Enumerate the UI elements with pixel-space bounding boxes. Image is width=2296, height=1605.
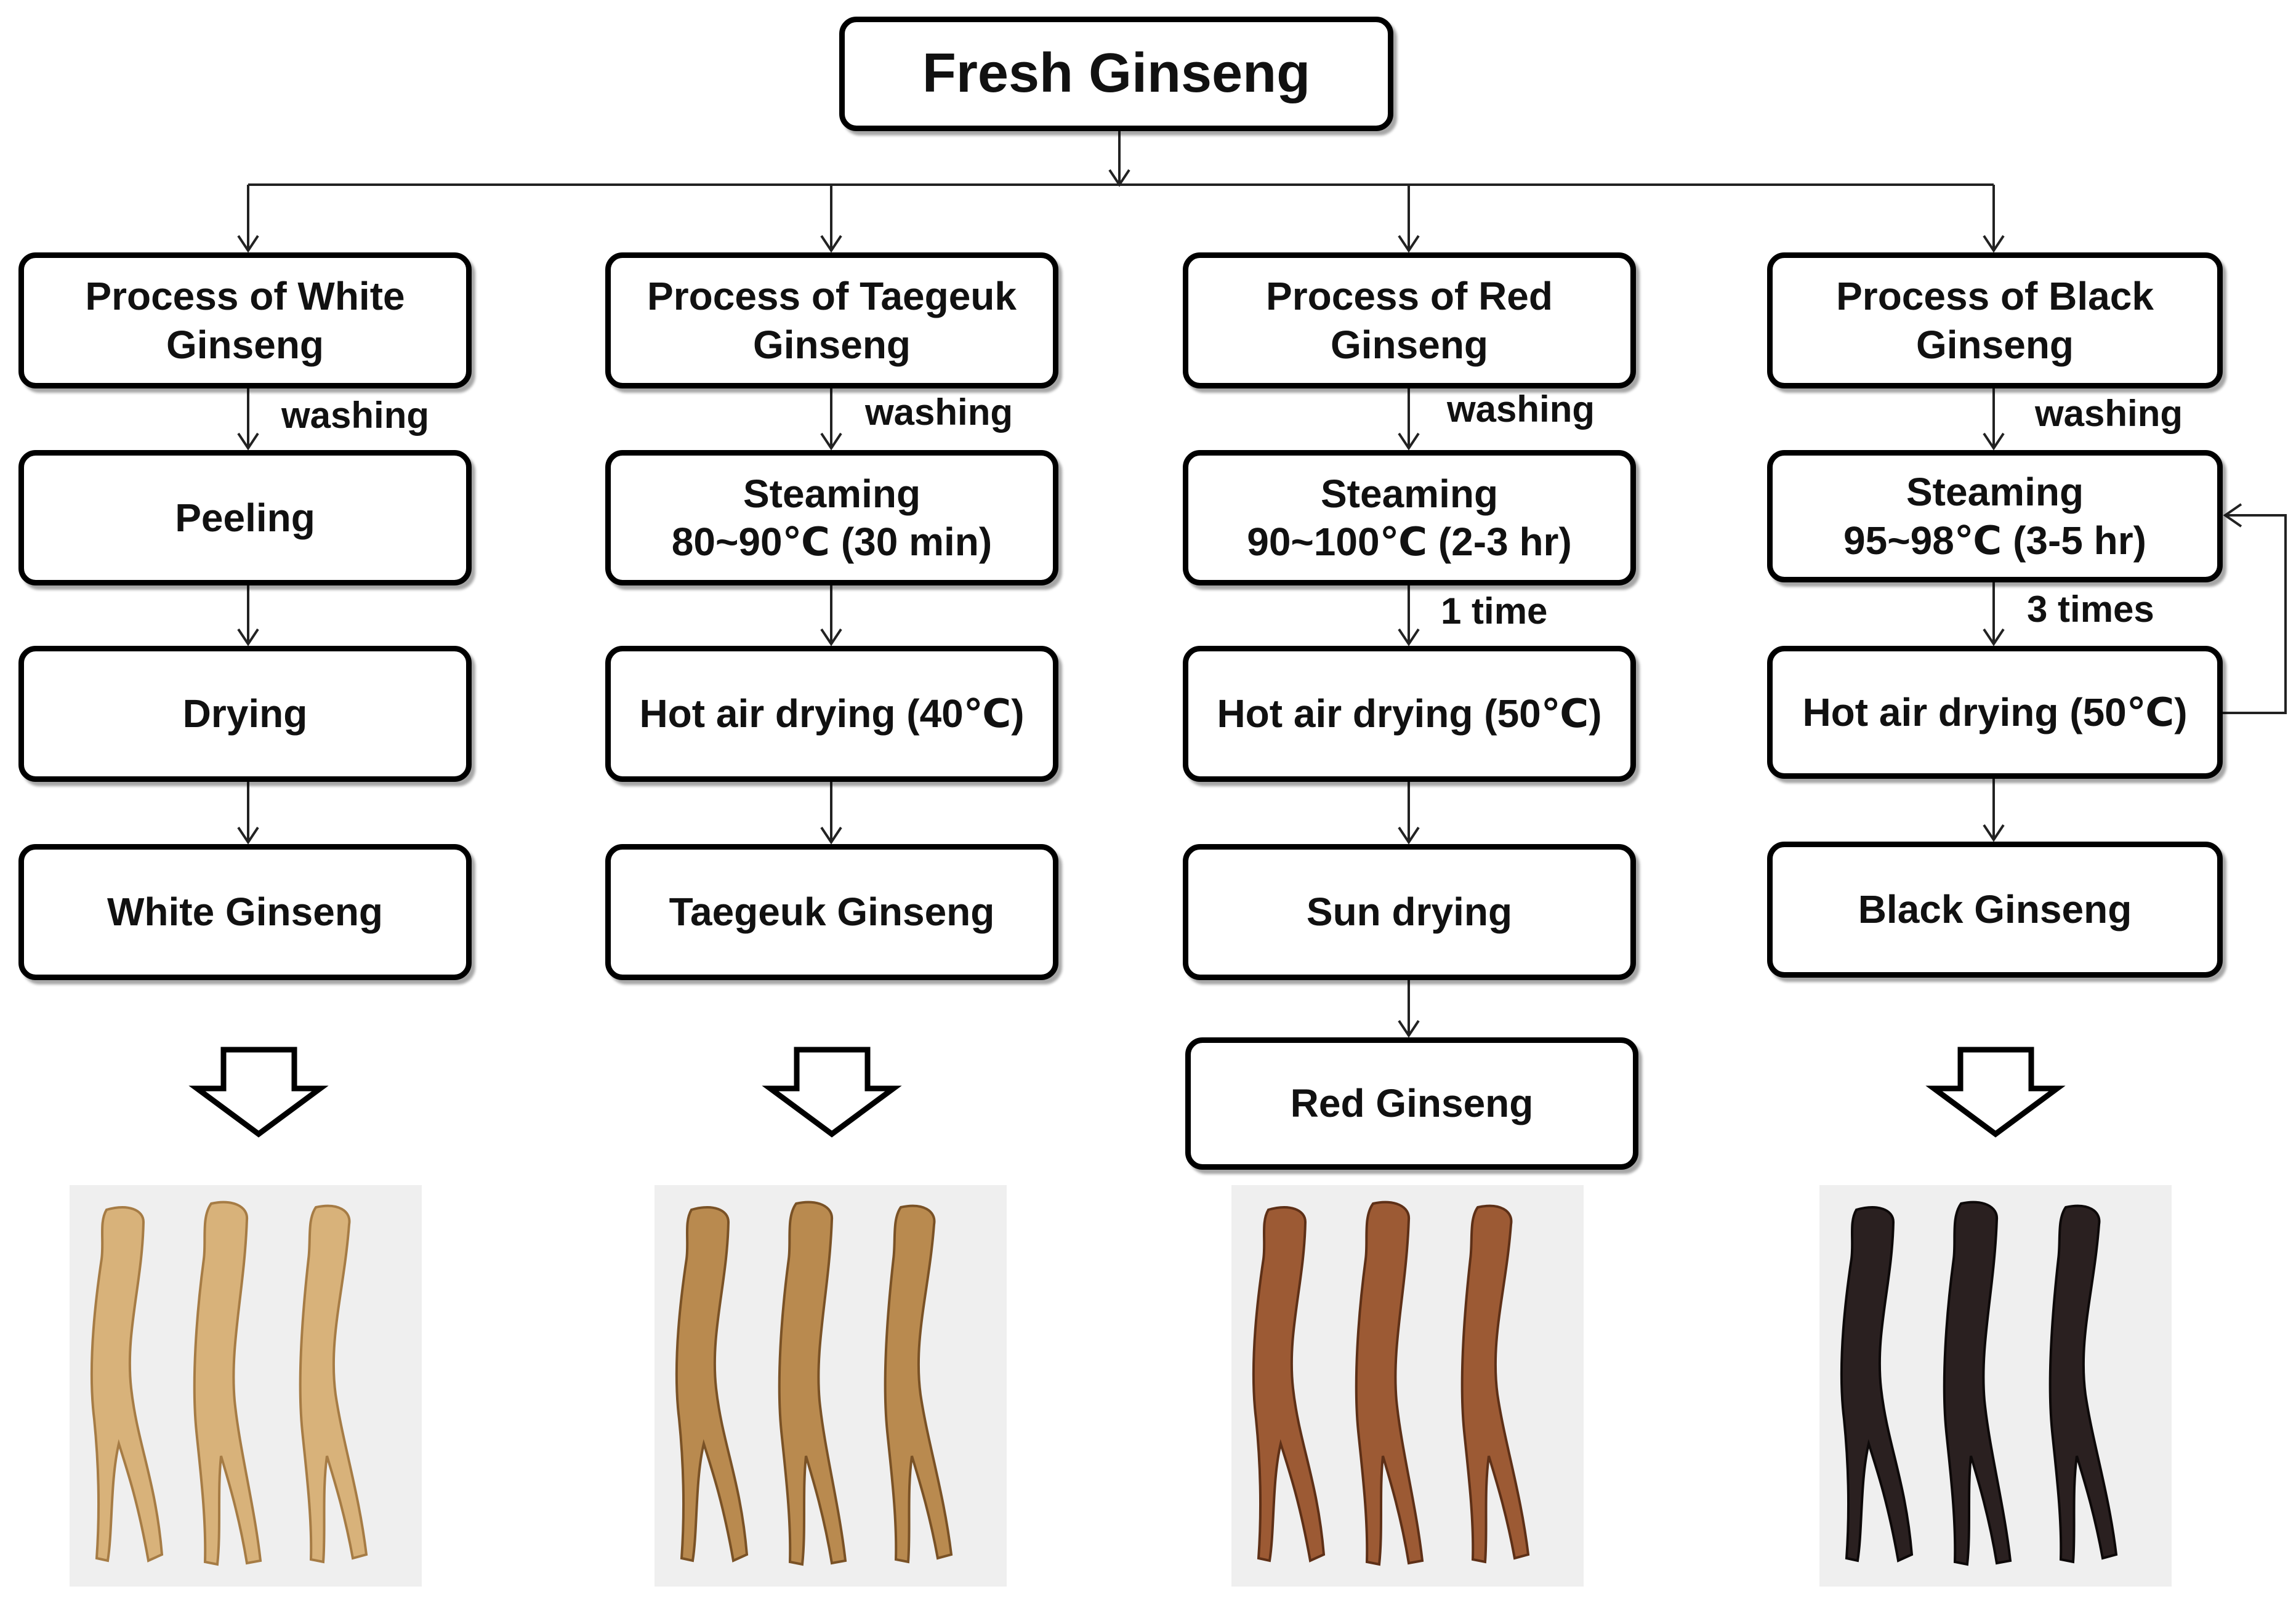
black-process-header-text: Process of Black Ginseng (1836, 274, 2154, 367)
big-down-arrow (762, 1047, 902, 1138)
ginseng-root-illustration (655, 1185, 1007, 1587)
red-repeat-label: 1 time (1441, 590, 1548, 632)
white-process-header: Process of White Ginseng (18, 252, 472, 388)
taegeuk-hot-air-drying-box: Hot air drying (40℃) (605, 646, 1058, 782)
ginseng-root (675, 1206, 749, 1563)
arrowhead (1108, 169, 1130, 187)
red-hot-air-drying-text: Hot air drying (50℃) (1217, 691, 1602, 736)
arrowhead (820, 628, 842, 646)
red-process-header-text: Process of Red Ginseng (1266, 274, 1553, 367)
big-down-arrow (1925, 1047, 2066, 1138)
ginseng-root (1943, 1201, 2012, 1566)
fresh-ginseng-box: Fresh Ginseng (839, 17, 1393, 131)
taegeuk-steaming-text: Steaming 80~90℃ (30 min) (671, 471, 993, 564)
white-ginseng-box: White Ginseng (18, 844, 472, 980)
arrowhead (1983, 235, 2005, 253)
taegeuk-hot-air-drying-text: Hot air drying (40℃) (639, 691, 1025, 736)
loop-back-connector (2223, 514, 2287, 714)
taegeuk-process-header: Process of Taegeuk Ginseng (605, 252, 1058, 388)
taegeuk-ginseng-text: Taegeuk Ginseng (669, 890, 995, 935)
arrowhead (820, 432, 842, 451)
black-hot-air-drying-box: Hot air drying (50℃) (1767, 646, 2223, 779)
black-ginseng-photo (1819, 1185, 2172, 1587)
arrowhead (1983, 628, 2005, 646)
red-steaming-text: Steaming 90~100℃ (2-3 hr) (1247, 471, 1572, 564)
taegeuk-steaming-box: Steaming 80~90℃ (30 min) (605, 450, 1058, 585)
arrowhead (820, 235, 842, 253)
white-process-header-text: Process of White Ginseng (85, 274, 405, 367)
fresh-ginseng-title: Fresh Ginseng (922, 42, 1311, 105)
ginseng-root (1355, 1201, 1424, 1566)
taegeuk-washing-label: washing (865, 392, 1013, 433)
arrowhead (1398, 826, 1420, 845)
red-process-header: Process of Red Ginseng (1183, 252, 1636, 388)
arrowhead (1398, 432, 1420, 451)
red-washing-label: washing (1447, 388, 1595, 430)
white-drying-text: Drying (182, 691, 308, 736)
arrowhead (2223, 503, 2242, 528)
white-ginseng-text: White Ginseng (107, 890, 383, 935)
arrowhead (1398, 628, 1420, 646)
red-ginseng-box: Red Ginseng (1185, 1037, 1638, 1170)
white-washing-label: washing (281, 395, 430, 436)
ginseng-root (2048, 1204, 2118, 1564)
black-ginseng-text: Black Ginseng (1858, 887, 2132, 932)
ginseng-root (1460, 1204, 1530, 1564)
red-steaming-box: Steaming 90~100℃ (2-3 hr) (1183, 450, 1636, 585)
arrowhead (1983, 824, 2005, 842)
black-steaming-text: Steaming 95~98℃ (3-5 hr) (1843, 470, 2146, 563)
arrowhead (820, 826, 842, 845)
arrowhead (1983, 432, 2005, 451)
ginseng-root (1252, 1206, 1326, 1563)
ginseng-root-illustration (70, 1185, 422, 1587)
arrowhead (237, 826, 259, 845)
ginseng-root (884, 1204, 953, 1564)
arrowhead (237, 432, 259, 451)
ginseng-root-illustration (1231, 1185, 1584, 1587)
red-sun-drying-text: Sun drying (1306, 890, 1513, 935)
red-sun-drying-box: Sun drying (1183, 844, 1636, 980)
ginseng-root-illustration (1819, 1185, 2172, 1587)
ginseng-root (299, 1204, 368, 1564)
ginseng-root (193, 1201, 262, 1566)
taegeuk-process-header-text: Process of Taegeuk Ginseng (647, 274, 1017, 367)
red-ginseng-text: Red Ginseng (1290, 1081, 1534, 1126)
white-peeling-text: Peeling (175, 495, 315, 540)
white-drying-box: Drying (18, 646, 472, 782)
red-hot-air-drying-box: Hot air drying (50℃) (1183, 646, 1636, 782)
arrowhead (1398, 1020, 1420, 1038)
black-process-header: Process of Black Ginseng (1767, 252, 2223, 388)
black-steaming-box: Steaming 95~98℃ (3-5 hr) (1767, 450, 2223, 582)
white-ginseng-photo (70, 1185, 422, 1587)
ginseng-root (1840, 1206, 1914, 1563)
taegeuk-ginseng-photo (655, 1185, 1007, 1587)
black-hot-air-drying-text: Hot air drying (50℃) (1802, 690, 2188, 734)
big-down-arrow (188, 1047, 329, 1138)
red-ginseng-photo (1231, 1185, 1584, 1587)
taegeuk-ginseng-box: Taegeuk Ginseng (605, 844, 1058, 980)
ginseng-root (90, 1206, 164, 1563)
white-peeling-box: Peeling (18, 450, 472, 585)
arrowhead (237, 235, 259, 253)
black-repeat-label: 3 times (2027, 589, 2154, 630)
ginseng-root (778, 1201, 847, 1566)
arrowhead (237, 628, 259, 646)
black-washing-label: washing (2035, 393, 2183, 434)
arrowhead (1398, 235, 1420, 253)
black-ginseng-box: Black Ginseng (1767, 842, 2223, 978)
